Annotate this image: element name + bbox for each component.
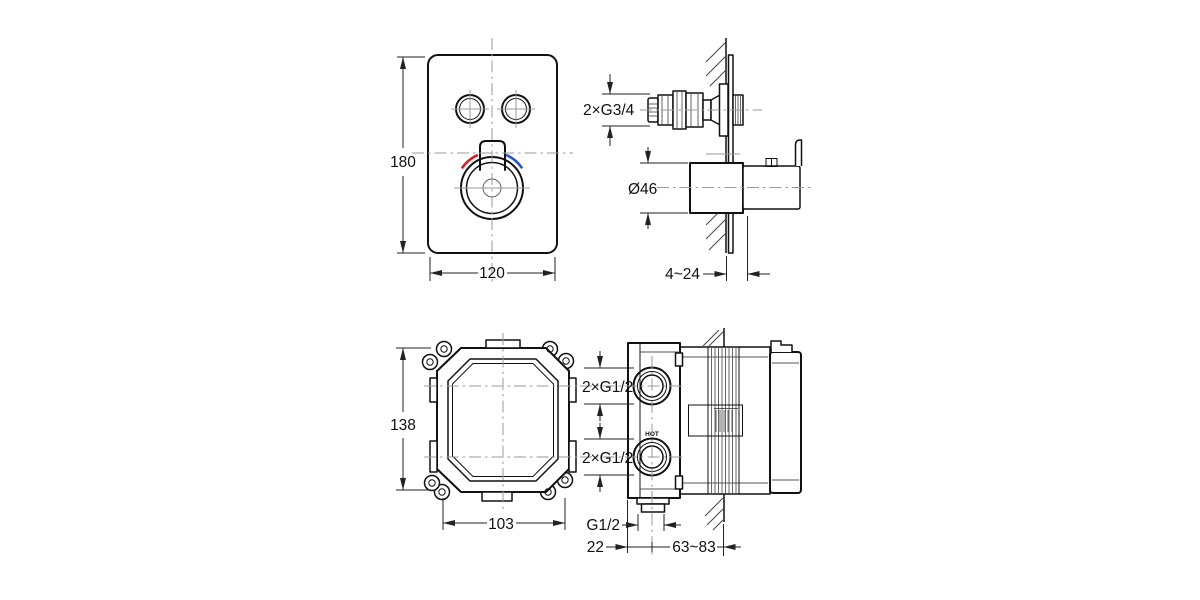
dim-width-120: 120: [429, 257, 556, 282]
view-box-side: HOT 2×G1/2: [580, 328, 802, 558]
diameter-label: Ø46: [628, 181, 657, 198]
face-to-port-label: 22: [587, 539, 604, 556]
box-rim-outer: [447, 358, 559, 482]
thread-label: 2×G3/4: [583, 102, 635, 119]
view-box-front: 138 103: [390, 333, 582, 533]
label-plate: [688, 404, 743, 437]
wall-section-lower: [702, 328, 725, 531]
dim-width-103: 103: [442, 498, 566, 533]
view-trim-side: 2×G3/4 Ø46 4~24: [583, 38, 812, 283]
dim-height-138: 138: [390, 347, 431, 491]
top-inlets-label: 2×G1/2: [582, 379, 633, 396]
outlet-label: G1/2: [586, 517, 620, 534]
screw-holes: [426, 345, 570, 496]
outlet-stub: [636, 497, 670, 513]
box-width-label: 103: [488, 516, 514, 533]
corner-ears: [421, 340, 575, 501]
dim-depth-4-24: 4~24: [665, 216, 770, 283]
dim-bottom-outlet: G1/2: [586, 514, 681, 534]
box-body: [679, 346, 771, 495]
dim-diameter-46: Ø46: [628, 147, 688, 229]
back-tab: [770, 340, 793, 352]
depth-range-label: 63~83: [672, 539, 716, 556]
cold-arc: [505, 154, 523, 169]
mounting-bracket: [794, 139, 803, 166]
button-left: [451, 90, 489, 128]
box-rim-inner: [452, 363, 554, 477]
box-front-face: [627, 342, 684, 499]
dim-side-inlets: 2×G1/2: [582, 423, 634, 492]
box-height-label: 138: [390, 417, 416, 434]
dim-thread-g34: 2×G3/4: [583, 74, 650, 146]
view-trim-front: 180 120: [390, 38, 573, 284]
dim-top-inlets: 2×G1/2: [582, 351, 634, 421]
height-label: 180: [390, 154, 416, 171]
ribbed-sleeve: [707, 347, 740, 494]
knob-tab: [479, 140, 506, 171]
button-right: [497, 90, 535, 128]
rough-box-outline: [436, 347, 570, 493]
depth-label: 4~24: [665, 266, 700, 283]
width-label: 120: [479, 265, 505, 282]
side-inlets-label: 2×G1/2: [582, 450, 633, 467]
dim-depth-row: 22 63~83: [587, 500, 741, 556]
hot-arc: [461, 154, 479, 169]
dim-height-180: 180: [390, 56, 425, 254]
box-back-section: [769, 340, 802, 494]
